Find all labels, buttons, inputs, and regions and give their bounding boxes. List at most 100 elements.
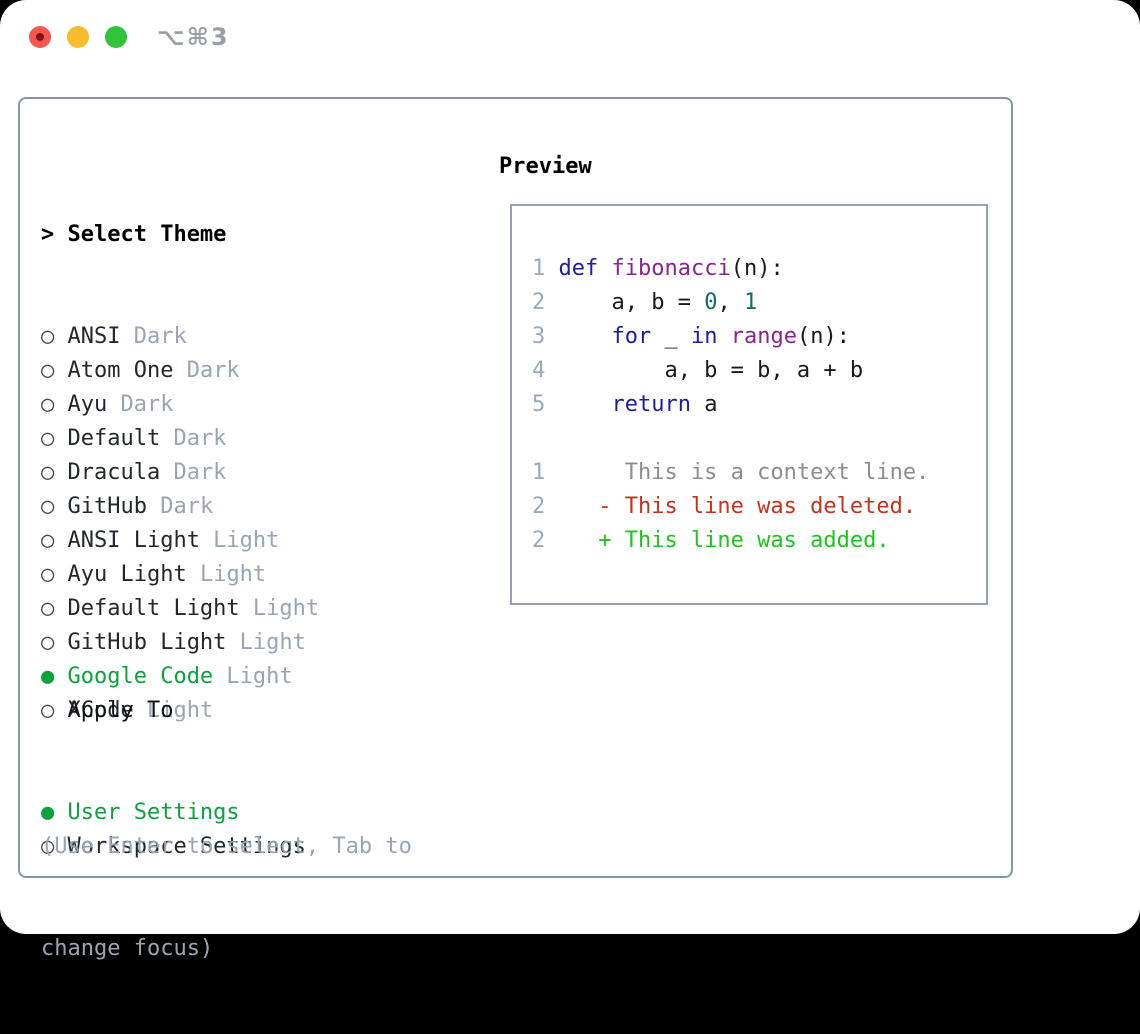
- theme-picker-header: > Select Theme: [41, 218, 319, 252]
- code-token-pl: _: [651, 324, 691, 349]
- radio-icon: ○: [41, 324, 55, 349]
- apply-to-indent: [41, 694, 67, 728]
- theme-option-ansi-light[interactable]: ○ANSI Light Light: [41, 524, 319, 558]
- main-panel: >Select Theme ○ANSI Dark○Atom One Dark○A…: [18, 97, 1013, 961]
- theme-variant: Light: [213, 664, 293, 689]
- line-number: 2: [532, 528, 546, 553]
- theme-option-xcode[interactable]: ○XCode Light: [41, 694, 319, 728]
- close-button[interactable]: [29, 26, 51, 48]
- radio-icon: ○: [41, 460, 55, 485]
- radio-icon: ○: [41, 630, 55, 655]
- diff-marker-deleted-icon: -: [598, 494, 612, 519]
- apply-option-user-settings[interactable]: ● User Settings: [41, 796, 306, 830]
- blank-line: [532, 422, 929, 456]
- theme-option-github[interactable]: ○ GitHub Dark: [41, 490, 319, 524]
- theme-option-google-code[interactable]: ● Google Code Light: [41, 660, 319, 694]
- code-token-pl: [558, 324, 611, 349]
- line-number: 2: [532, 494, 546, 519]
- apply-to-header-label: Apply To: [67, 698, 174, 723]
- theme-name: Default Light: [67, 596, 240, 621]
- theme-option-ansi[interactable]: ○ANSI Dark: [41, 320, 319, 354]
- theme-variant: Dark: [107, 392, 174, 417]
- theme-variant: Dark: [173, 358, 240, 383]
- diff-marker-added-icon: +: [598, 528, 612, 553]
- line-number: 1: [532, 460, 546, 485]
- theme-variant: Dark: [160, 426, 227, 451]
- close-dot-icon: [36, 33, 44, 41]
- minimize-button[interactable]: [67, 26, 89, 48]
- apply-option-workspace-settings[interactable]: ○ Workspace Settings: [41, 830, 306, 864]
- code-token-kw: for: [611, 324, 652, 349]
- apply-option-label: Workspace Settings: [67, 834, 306, 859]
- diff-line-added: 2+This line was added.: [532, 524, 929, 558]
- theme-name: Default: [67, 426, 161, 451]
- code-line: 1 def fibonacci(n):: [532, 252, 929, 286]
- theme-option-ayu-light[interactable]: ○Ayu Light Light: [41, 558, 319, 592]
- theme-option-ayu[interactable]: ○ Ayu Dark: [41, 388, 319, 422]
- theme-name: GitHub Light: [67, 630, 227, 655]
- help-text-line: (Use Enter to select, Tab to: [41, 834, 412, 859]
- code-token-kw: in: [690, 324, 718, 349]
- code-token-pl: [558, 392, 611, 417]
- theme-name: Google Code: [67, 664, 214, 689]
- theme-variant: Light: [239, 596, 320, 621]
- theme-list: ○ANSI Dark○Atom One Dark○Ayu Dark○Defaul…: [41, 320, 319, 728]
- apply-to-section: Apply To ● User Settings ○ Workspace Settin…: [41, 626, 306, 932]
- diff-text: This is a context line.: [624, 460, 930, 485]
- radio-selected-icon: ●: [41, 664, 55, 689]
- apply-to-header: Apply To: [41, 694, 306, 728]
- diff-line-deleted: 2-This line was deleted.: [532, 490, 929, 524]
- titlebar: ⌥⌘3: [29, 23, 230, 51]
- code-token-pl: a, b = b, a + b: [558, 358, 864, 383]
- theme-name: Ayu Light: [67, 562, 187, 587]
- theme-name: Ayu: [67, 392, 108, 417]
- theme-name: Atom One: [67, 358, 174, 383]
- theme-name: XCode: [67, 698, 134, 723]
- code-line: 5 return a: [532, 388, 929, 422]
- code-token-pl: [598, 256, 611, 281]
- code-token-pl: ,: [717, 290, 744, 315]
- apply-to-options: ● User Settings ○ Workspace Settings: [41, 796, 306, 864]
- line-number: 3: [532, 324, 546, 349]
- help-text-line: change focus): [41, 936, 214, 961]
- code-token-fn: range: [730, 324, 797, 349]
- theme-option-dracula[interactable]: ○Dracula Dark: [41, 456, 319, 490]
- diff-line-context: 1 This is a context line.: [532, 456, 929, 490]
- code-token-pl: a: [690, 392, 718, 417]
- line-number: 5: [532, 392, 546, 417]
- line-number: 1: [532, 256, 546, 281]
- apply-option-label: User Settings: [67, 800, 240, 825]
- theme-option-github-light[interactable]: ○GitHub Light Light: [41, 626, 319, 660]
- zoom-button[interactable]: [105, 26, 127, 48]
- theme-picker-header-label: Select Theme: [67, 222, 227, 247]
- radio-icon: ○: [41, 834, 55, 859]
- theme-variant: Dark: [146, 494, 214, 519]
- radio-icon: ○: [41, 358, 55, 383]
- focus-caret-icon: >: [41, 222, 55, 247]
- radio-icon: ○: [41, 494, 55, 519]
- theme-option-default[interactable]: ○ Default Dark: [41, 422, 319, 456]
- radio-selected-icon: ●: [41, 800, 55, 825]
- code-token-pl: a, b =: [558, 290, 705, 315]
- line-number: 4: [532, 358, 546, 383]
- code-line: 3 for _ in range(n):: [532, 320, 929, 354]
- theme-name: Dracula: [67, 460, 161, 485]
- theme-picker: >Select Theme ○ANSI Dark○Atom One Dark○A…: [41, 150, 319, 796]
- radio-icon: ○: [41, 392, 55, 417]
- code-token-pl: (n):: [796, 324, 850, 349]
- code-token-kw: def: [558, 256, 599, 281]
- theme-name: ANSI: [67, 324, 121, 349]
- window-title: ⌥⌘3: [157, 23, 230, 51]
- theme-variant: Light: [199, 528, 280, 553]
- radio-icon: ○: [41, 426, 55, 451]
- theme-name: GitHub: [67, 494, 147, 519]
- theme-option-default-light[interactable]: ○Default Light Light: [41, 592, 319, 626]
- theme-option-atom-one[interactable]: ○ Atom One Dark: [41, 354, 319, 388]
- code-token-fn: fibonacci: [611, 256, 731, 281]
- code-token-pl: (n):: [730, 256, 784, 281]
- theme-name: ANSI Light: [67, 528, 200, 553]
- code-token-numlit: 1: [743, 290, 758, 315]
- radio-icon: ○: [41, 698, 55, 723]
